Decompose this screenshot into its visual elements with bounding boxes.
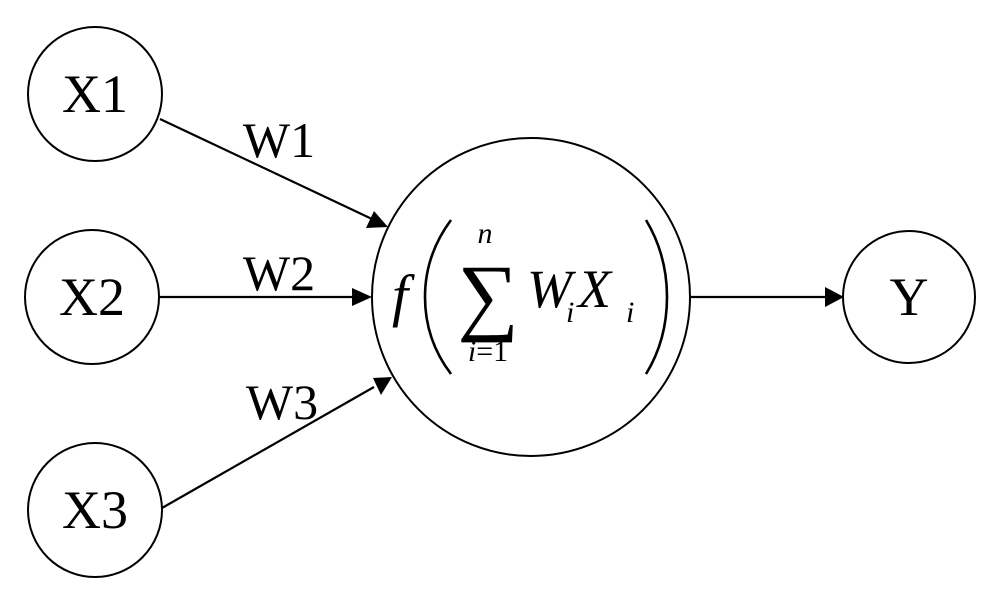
arrowhead-x3 <box>373 377 392 395</box>
term-x-subscript: i <box>626 296 634 329</box>
neuron-node: f n ∑ i=1 W i X i <box>371 137 691 457</box>
sum-lower-var: i <box>468 335 476 368</box>
weight-label-w1: W1 <box>243 112 315 168</box>
input-label-x2: X2 <box>59 267 125 327</box>
input-label-x1: X1 <box>62 64 128 124</box>
sum-upper-limit: n <box>478 217 493 250</box>
input-node-x2: X2 <box>24 229 160 365</box>
arrowhead-y <box>825 287 844 307</box>
edge-x1-to-neuron <box>159 118 373 220</box>
sum-lower-eq: =1 <box>476 335 508 368</box>
term-w-subscript: i <box>566 296 574 329</box>
left-paren <box>423 219 453 375</box>
input-label-x3: X3 <box>62 480 128 540</box>
arrowhead-x1 <box>366 211 388 228</box>
input-node-x1: X1 <box>27 26 163 162</box>
weight-label-w2: W2 <box>243 245 315 301</box>
weight-label-w3: W3 <box>246 374 318 430</box>
arrowhead-x2 <box>352 288 372 306</box>
term-x: X <box>576 259 613 319</box>
output-node-y: Y <box>842 230 976 364</box>
sum-symbol: ∑ <box>457 247 518 343</box>
edge-x3-to-neuron <box>161 386 375 509</box>
term-w: W <box>527 259 577 319</box>
input-node-x3: X3 <box>27 442 163 578</box>
output-label-y: Y <box>890 267 929 327</box>
right-paren <box>644 219 669 375</box>
sum-lower-limit: i=1 <box>468 335 508 368</box>
